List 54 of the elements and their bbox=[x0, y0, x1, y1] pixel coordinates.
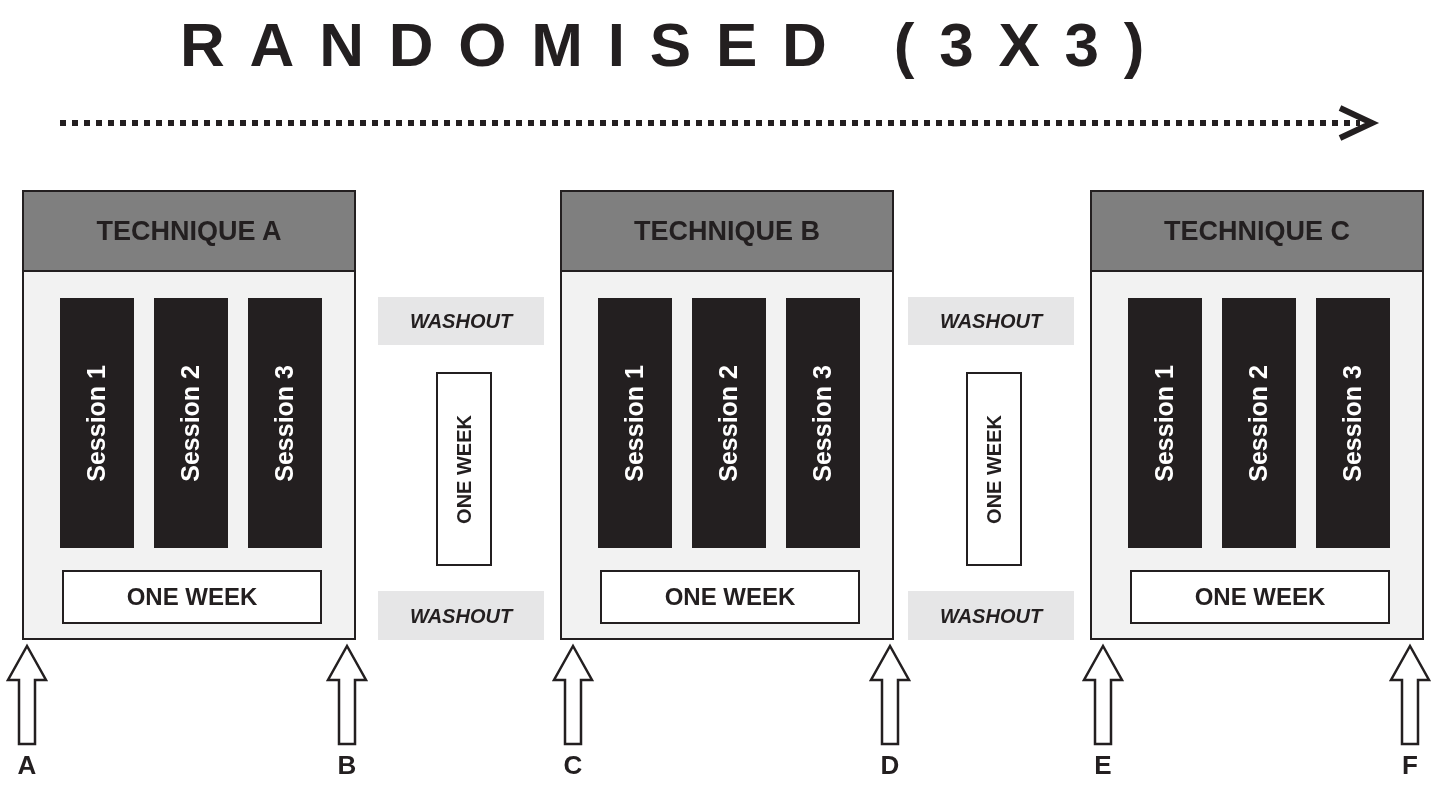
session-bar bbox=[248, 298, 322, 548]
duration-box bbox=[62, 570, 322, 624]
session-label: Session 3 bbox=[1337, 364, 1368, 482]
session-label: Session 3 bbox=[269, 364, 300, 482]
session-bar bbox=[60, 298, 134, 548]
washout-band bbox=[378, 297, 544, 345]
block-arrow bbox=[551, 643, 595, 746]
washout-label: WASHOUT bbox=[409, 603, 513, 629]
session-bar bbox=[692, 298, 766, 548]
session-bar bbox=[1316, 298, 1390, 548]
technique-panel bbox=[560, 190, 894, 640]
session-label: Session 2 bbox=[175, 364, 206, 482]
timepoint-letter: E bbox=[1083, 748, 1123, 782]
block-arrow bbox=[325, 643, 369, 746]
block-arrow bbox=[5, 643, 49, 746]
washout-band bbox=[908, 591, 1074, 640]
session-bar bbox=[598, 298, 672, 548]
session-bar bbox=[1128, 298, 1202, 548]
block-arrow bbox=[1081, 643, 1125, 746]
session-bar bbox=[1222, 298, 1296, 548]
session-label: Session 1 bbox=[81, 364, 112, 482]
washout-band bbox=[378, 591, 544, 640]
session-label: Session 1 bbox=[1149, 364, 1180, 482]
washout-label: WASHOUT bbox=[939, 309, 1043, 334]
washout-label: WASHOUT bbox=[939, 603, 1043, 629]
session-label: Session 3 bbox=[807, 364, 838, 482]
block-arrow bbox=[868, 643, 912, 746]
duration-box bbox=[600, 570, 860, 624]
washout-band bbox=[908, 297, 1074, 345]
session-label: Session 2 bbox=[713, 364, 744, 482]
technique-panel bbox=[22, 190, 356, 640]
technique-panel bbox=[1090, 190, 1424, 640]
duration-box bbox=[436, 372, 492, 566]
session-label: Session 2 bbox=[1243, 364, 1274, 482]
session-bar bbox=[154, 298, 228, 548]
duration-label: ONE WEEK bbox=[664, 582, 796, 612]
session-label: Session 1 bbox=[619, 364, 650, 482]
timepoint-letter: A bbox=[7, 748, 47, 782]
technique-heading: TECHNIQUE C bbox=[1164, 214, 1350, 248]
duration-label: ONE WEEK bbox=[982, 414, 1006, 524]
duration-box bbox=[1130, 570, 1390, 624]
duration-label: ONE WEEK bbox=[126, 582, 258, 612]
washout-label: WASHOUT bbox=[409, 309, 513, 334]
session-bar bbox=[786, 298, 860, 548]
technique-heading: TECHNIQUE B bbox=[634, 214, 820, 248]
timepoint-letter: D bbox=[870, 748, 910, 782]
duration-label: ONE WEEK bbox=[452, 414, 476, 524]
timepoint-letter: C bbox=[553, 748, 593, 782]
timepoint-letter: B bbox=[327, 748, 367, 782]
block-arrow bbox=[1388, 643, 1432, 746]
technique-heading: TECHNIQUE A bbox=[96, 214, 282, 248]
timepoint-letter: F bbox=[1390, 748, 1430, 782]
duration-label: ONE WEEK bbox=[1194, 582, 1326, 612]
duration-box bbox=[966, 372, 1022, 566]
